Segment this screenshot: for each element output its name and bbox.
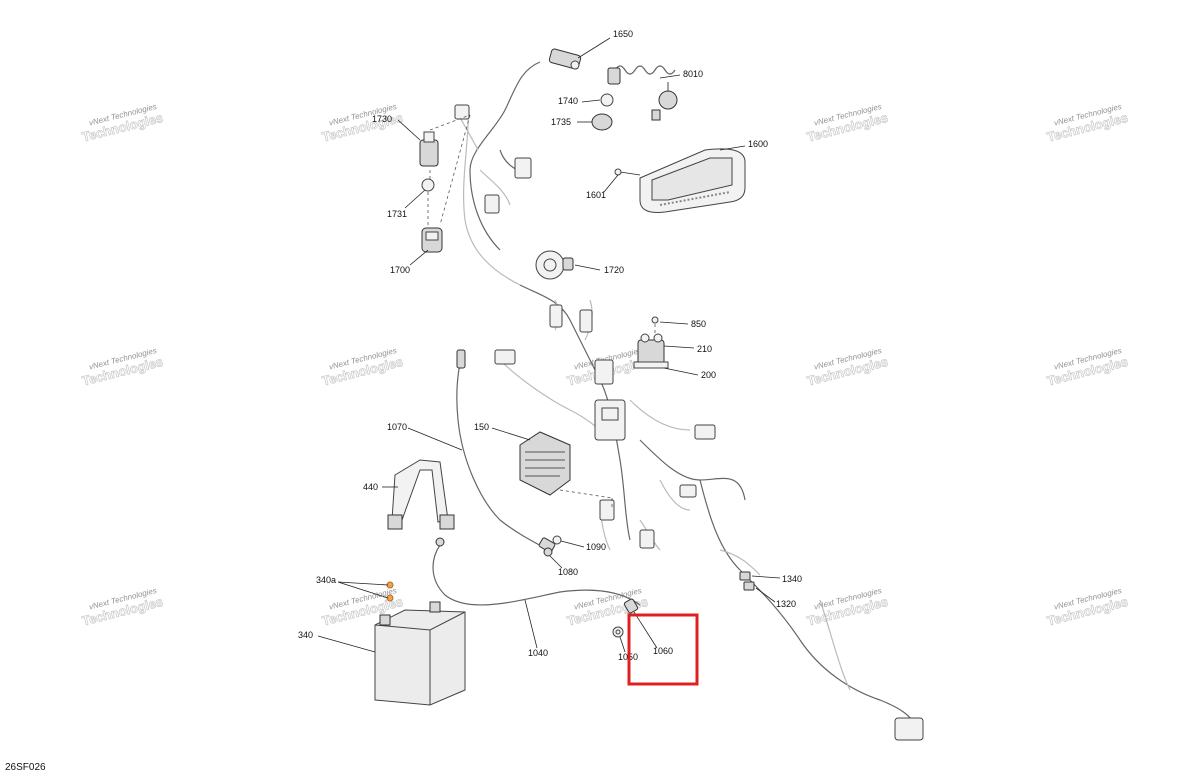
callout-340[interactable]: 340 <box>298 630 313 640</box>
callout-440[interactable]: 440 <box>363 482 378 492</box>
bolt-1050 <box>612 626 624 638</box>
callout-1735[interactable]: 1735 <box>551 117 571 127</box>
callout-1080[interactable]: 1080 <box>558 567 578 577</box>
callout-1340[interactable]: 1340 <box>782 574 802 584</box>
main-wiring-harness <box>454 61 924 741</box>
battery-340 <box>374 601 466 706</box>
watermark: vNext Technologies Technologies <box>1045 346 1130 389</box>
watermark: vNext Technologies Technologies <box>80 586 165 629</box>
callout-150[interactable]: 150 <box>474 422 489 432</box>
callout-340a[interactable]: 340a <box>316 575 336 585</box>
callout-1070[interactable]: 1070 <box>387 422 407 432</box>
callout-1700[interactable]: 1700 <box>390 265 410 275</box>
part-1740 <box>600 93 614 107</box>
solenoid-200 <box>633 333 669 369</box>
callout-1040[interactable]: 1040 <box>528 648 548 658</box>
callout-850[interactable]: 850 <box>691 319 706 329</box>
regulator-150 <box>519 431 613 510</box>
bolt-1080 <box>543 547 553 557</box>
callout-1600[interactable]: 1600 <box>748 139 768 149</box>
watermark: vNext Technologies Technologies <box>320 346 405 389</box>
nut-1090 <box>552 535 562 545</box>
connector-1730 <box>419 114 471 185</box>
clip-1731 <box>421 114 471 226</box>
cable-1070 <box>456 349 556 553</box>
callout-labels: 1650 8010 1740 1735 1730 1600 1601 1731 … <box>298 29 802 662</box>
part-1735 <box>591 113 613 131</box>
leader-lines <box>317 37 781 653</box>
callout-1060[interactable]: 1060 <box>653 646 673 656</box>
watermark: vNext Technologies Technologies <box>805 346 890 389</box>
coil-cord-8010 <box>607 65 678 121</box>
terminal-1060 <box>623 598 639 614</box>
highlight-box-1060 <box>627 613 699 686</box>
watermark: vNext Technologies Technologies <box>1045 102 1130 145</box>
watermark: vNext Technologies Technologies <box>80 346 165 389</box>
connector-1320 <box>743 581 755 591</box>
callout-1650[interactable]: 1650 <box>613 29 633 39</box>
knob-1720 <box>535 250 574 280</box>
callout-1731[interactable]: 1731 <box>387 209 407 219</box>
callout-200[interactable]: 200 <box>701 370 716 380</box>
callout-1320[interactable]: 1320 <box>776 599 796 609</box>
sensor-1650 <box>548 48 582 70</box>
display-gauge-1600 <box>614 148 746 213</box>
watermark: vNext Technologies Technologies <box>1045 586 1130 629</box>
callout-210[interactable]: 210 <box>697 344 712 354</box>
callout-1740[interactable]: 1740 <box>558 96 578 106</box>
strap-440 <box>387 459 455 530</box>
watermark: vNext Technologies Technologies <box>80 102 165 145</box>
callout-8010[interactable]: 8010 <box>683 69 703 79</box>
watermark: vNext Technologies Technologies <box>805 102 890 145</box>
watermark: vNext Technologies Technologies <box>805 586 890 629</box>
connector-1340 <box>739 571 751 581</box>
callout-1601[interactable]: 1601 <box>586 190 606 200</box>
cable-1040 <box>432 537 641 606</box>
screw-850 <box>651 316 659 336</box>
diagram-code: 26SF026 <box>5 762 46 773</box>
callout-1090[interactable]: 1090 <box>586 542 606 552</box>
connector-1700 <box>421 227 443 253</box>
callout-1720[interactable]: 1720 <box>604 265 624 275</box>
callout-1730[interactable]: 1730 <box>372 114 392 124</box>
